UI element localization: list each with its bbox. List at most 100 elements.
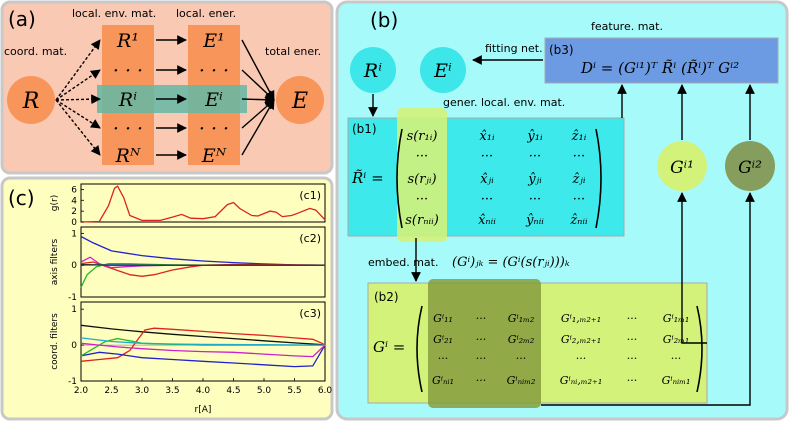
x-tick-label: 3.0 (135, 386, 150, 396)
Gi2-node (725, 141, 775, 191)
b2-cell: Gⁱ₁₁ (433, 312, 453, 325)
b1-cell: x̂ⱼᵢ (480, 172, 494, 187)
b2-first-columns-highlight (428, 279, 541, 408)
b2-left-paren (416, 305, 423, 393)
b2-cell: Gⁱₙᵢ,ₘ₂₊₁ (560, 374, 603, 387)
b2-cell: ··· (516, 352, 527, 365)
series-line (80, 324, 326, 346)
series-line (80, 342, 326, 358)
y-tick-label: 4 (71, 196, 77, 206)
b2-cell: Gⁱₙᵢₘ₁ (662, 374, 691, 387)
panel-a-arrows (55, 35, 275, 160)
b1-cell: ŷ₁ᵢ (526, 129, 543, 144)
local-env-row: · · · (113, 60, 143, 82)
b2-cell: ··· (576, 352, 587, 365)
plot-frame (80, 226, 326, 298)
b2-cell: Gⁱ₁ₘ₂ (508, 312, 535, 325)
Ri-node (350, 47, 396, 93)
x-tick-label: 5.5 (287, 386, 301, 396)
b2-label: (b2) (374, 290, 399, 304)
y-tick-label: 1 (71, 305, 77, 315)
local-env-row: Rⁱ (118, 89, 137, 111)
b2-cell: ··· (627, 312, 638, 325)
arrow-R-to-local-env (55, 39, 101, 101)
b3-label: (b3) (549, 43, 574, 57)
b1-cell: ··· (481, 192, 493, 207)
Gi1-symbol: Gⁱ¹ (670, 158, 694, 178)
b1-cell: ··· (416, 149, 428, 164)
b2-cell: ··· (476, 333, 487, 346)
subplot-label: (c2) (299, 232, 321, 245)
b3-formula: Dⁱ = (Gⁱ¹)ᵀ R̃ⁱ (R̃ⁱ)ᵀ Gⁱ² (580, 59, 739, 77)
local-ener-title: local. ener. (176, 7, 236, 20)
b2-cell: ··· (476, 352, 487, 365)
b2-cell: ··· (476, 312, 487, 325)
embed-formula: (Gⁱ)ⱼₖ = (Gⁱ(s(rⱼᵢ)))ₖ (452, 255, 570, 270)
b1-cell: s(r₁ᵢ) (407, 129, 438, 144)
arrow-R-to-local-env (55, 69, 101, 101)
x-tick-label: 4.5 (226, 386, 240, 396)
y-tick-label: 1 (71, 229, 77, 239)
y-tick-label: 2 (71, 207, 77, 217)
b1-cell: s(rₙᵢᵢ) (405, 213, 439, 228)
panel-b: (b) Rⁱ Eⁱ fitting net. feature. mat. (b3… (335, 0, 789, 421)
subplot-label: (c3) (299, 307, 321, 320)
b2-lhs: Gⁱ = (373, 338, 405, 356)
R-node (7, 76, 55, 124)
Ri-symbol: Rⁱ (363, 60, 382, 82)
arrow-E-to-total (241, 39, 275, 101)
series-line (80, 337, 326, 346)
b2-cell: ··· (438, 352, 449, 365)
arrow-E-to-total (241, 99, 275, 156)
R-symbol: R (22, 89, 40, 114)
local-env-mat-title: local. env. mat. (72, 7, 156, 20)
Ei-symbol: Eⁱ (433, 60, 452, 82)
Gi2-symbol: Gⁱ² (738, 158, 762, 178)
x-tick-label: 6.0 (318, 386, 333, 396)
total-ener-title: total ener. (265, 45, 321, 58)
b2-cell: ··· (627, 352, 638, 365)
b1-cell: x̂₁ᵢ (479, 129, 495, 144)
coord-mat-title: coord. mat. (4, 45, 67, 58)
b1-label: (b1) (352, 122, 377, 136)
E-symbol: E (291, 89, 308, 114)
b1-box (347, 117, 625, 237)
b2-cell: ··· (671, 352, 682, 365)
x-tick-label: 2.5 (104, 386, 118, 396)
b2-cell: Gⁱ₂ₘ₁ (663, 333, 690, 346)
plot-frame (80, 183, 326, 223)
b1-left-paren (396, 128, 403, 229)
x-tick-label: 3.5 (165, 386, 179, 396)
b2-cell: Gⁱ₂ₘ₂ (508, 333, 535, 346)
x-tick-label: 2.0 (74, 386, 89, 396)
y-axis-label: g(r) (50, 195, 60, 211)
E-node (276, 76, 324, 124)
b1-cell: ŷⱼᵢ (527, 172, 542, 187)
fitting-net-label: fitting net. (485, 42, 543, 55)
x-tick-label: 4.0 (196, 386, 211, 396)
local-ener-row: Eᴺ (201, 145, 227, 167)
b1-cell: ··· (529, 192, 541, 207)
arrow-b2-to-Gi1 (677, 192, 707, 344)
b2-cell: Gⁱₙᵢ₁ (432, 374, 454, 387)
arrow-E-to-total (241, 94, 275, 105)
x-axis-label: r[A] (195, 405, 212, 415)
b1-radial-column-highlight (397, 108, 447, 242)
series-line (80, 185, 326, 223)
y-tick-label: -1 (68, 377, 77, 387)
y-tick-label: 6 (71, 185, 77, 195)
b2-cell: ··· (627, 333, 638, 346)
embed-mat-label: embed. mat. (368, 256, 438, 269)
panel-b-label: (b) (370, 8, 398, 32)
b1-cell: ẑ₁ᵢ (571, 129, 587, 144)
series-line (80, 344, 326, 368)
b2-cell: ··· (476, 374, 487, 387)
y-tick-label: 0 (71, 341, 77, 351)
b2-cell: Gⁱₙᵢₘ₂ (507, 374, 536, 387)
b1-cell: ··· (573, 192, 585, 207)
Ei-node (420, 47, 466, 93)
b1-cell: ŷₙᵢᵢ (525, 213, 544, 228)
